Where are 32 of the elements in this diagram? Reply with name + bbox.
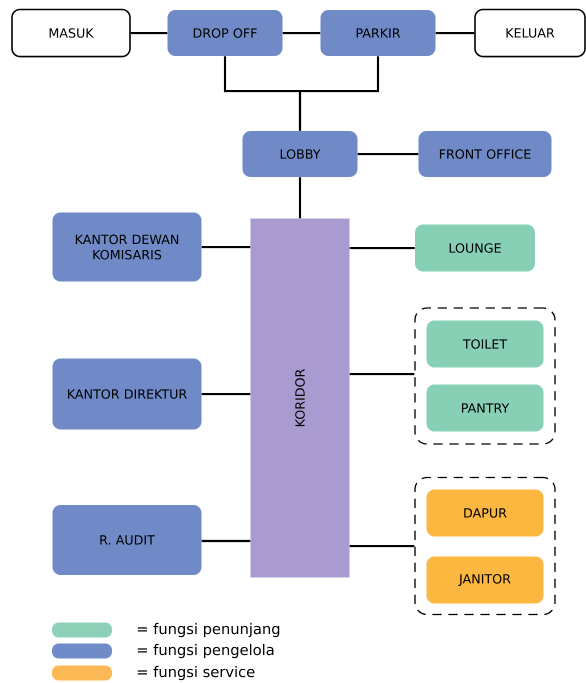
process-box: LOUNGE (415, 224, 535, 272)
end-box: KELUAR (474, 8, 586, 58)
process-box: TOILET (426, 320, 544, 368)
connector-line (350, 246, 415, 250)
connector-line (298, 177, 302, 218)
process-box: FRONT OFFICE (418, 131, 552, 177)
connector-line (298, 56, 380, 131)
connector-line (358, 152, 418, 156)
process-box: R. AUDIT (52, 505, 202, 575)
process-box: JANITOR (426, 556, 544, 604)
process-box: DAPUR (426, 490, 544, 536)
process-box: KANTOR DIREKTUR (52, 358, 202, 430)
process-box: KANTOR DEWAN KOMISARIS (52, 212, 202, 282)
group-box (414, 307, 556, 445)
connector-line (202, 246, 250, 248)
connector-line (436, 32, 474, 34)
legend-label: = fungsi pengelola (138, 644, 274, 658)
connector-line (202, 540, 250, 542)
connector-line (350, 372, 414, 376)
process-box: DROP OFF (168, 10, 282, 56)
legend-label: = fungsi service (138, 666, 254, 680)
connector-line (282, 32, 320, 34)
process-box: LOBBY (242, 131, 358, 177)
start-box: MASUK (11, 8, 131, 58)
legend-label: = fungsi penunjang (138, 622, 280, 638)
corridor-bar: KORIDOR (250, 218, 350, 578)
connector-line (350, 544, 414, 548)
group-box (414, 476, 556, 616)
process-box: PANTRY (426, 384, 544, 432)
connector-line (202, 392, 250, 396)
process-box: PARKIR (320, 10, 436, 56)
connector-line (130, 32, 168, 34)
